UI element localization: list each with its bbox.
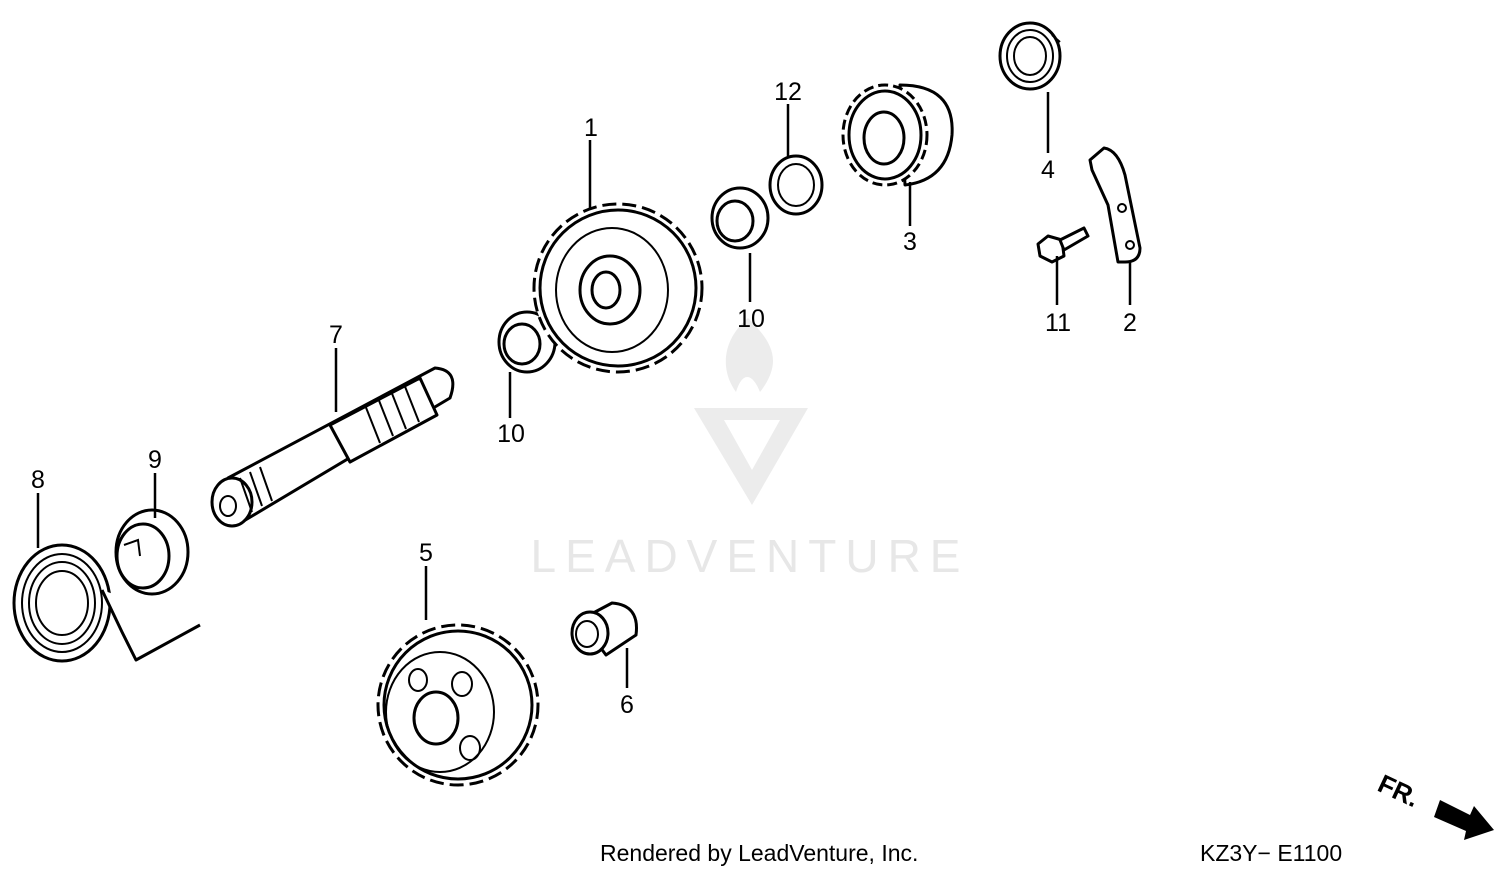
callout-4: 4	[1041, 156, 1055, 184]
part-1-gear	[532, 202, 704, 374]
part-2-plate	[1088, 146, 1142, 264]
part-8-spring	[12, 543, 201, 663]
callout-12: 12	[774, 78, 802, 106]
leader-lines	[36, 92, 1132, 688]
callout-3: 3	[903, 228, 917, 256]
arrow-down-right-icon	[1434, 800, 1494, 840]
part-4-spring	[998, 21, 1062, 91]
diagram-code: KZ3Y− E1100	[1200, 840, 1342, 866]
part-9-collar	[114, 508, 190, 596]
part-7-spindle	[210, 366, 455, 528]
callouts: 1 2 3 4 5 6 7 8 9 10 10 11 12	[31, 78, 1137, 719]
callout-11: 11	[1045, 309, 1071, 337]
part-10-washer-upper	[710, 186, 770, 250]
part-6-bushing	[570, 601, 638, 657]
front-direction-marker: FR.	[1373, 768, 1494, 840]
part-11-bolt	[1036, 226, 1090, 264]
watermark: LEADVENTURE	[531, 318, 970, 582]
callout-8: 8	[31, 466, 45, 494]
callout-1: 1	[584, 114, 598, 142]
watermark-text: LEADVENTURE	[531, 530, 970, 582]
callout-5: 5	[419, 539, 433, 567]
part-10-washer-lower	[497, 310, 557, 374]
part-12-circlip	[768, 154, 824, 216]
callout-10-upper: 10	[737, 305, 765, 333]
part-3-ratchet	[841, 83, 954, 187]
footer-credit: Rendered by LeadVenture, Inc.	[600, 840, 918, 866]
callout-9: 9	[148, 446, 162, 474]
part-5-gear	[376, 623, 540, 787]
callout-10-lower: 10	[497, 420, 525, 448]
direction-label: FR.	[1373, 768, 1424, 813]
callout-2: 2	[1123, 309, 1137, 337]
flame-v-logo-icon	[694, 318, 808, 505]
callout-6: 6	[620, 691, 634, 719]
callout-7: 7	[329, 321, 343, 349]
